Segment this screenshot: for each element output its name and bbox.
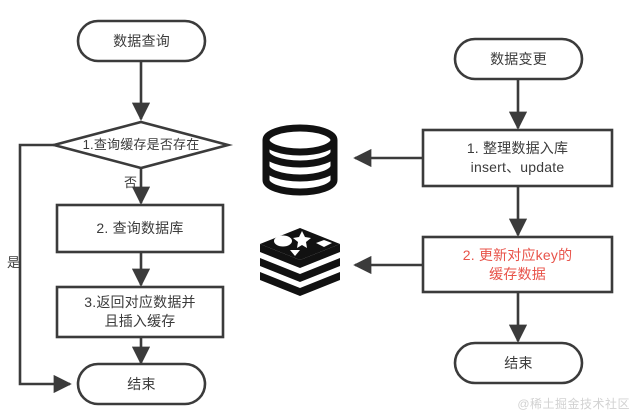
watermark: @稀土掘金技术社区 [517,397,630,411]
branch-label-no: 否 [124,175,138,190]
right-step1-shape [421,128,614,188]
branch-label-yes: 是 [7,255,21,270]
right-step2-shape [421,235,614,294]
left-start-shape [76,19,207,63]
left-end-shape [76,362,207,406]
right-end-shape [453,341,584,385]
edge-yes-branch [18,143,72,394]
redis-cache-icon [260,228,340,296]
decision-shape [48,120,234,170]
database-cylinder-icon [262,124,338,196]
right-start-shape [453,37,584,81]
left-step3-shape [55,285,225,339]
left-step2-shape [55,203,225,254]
